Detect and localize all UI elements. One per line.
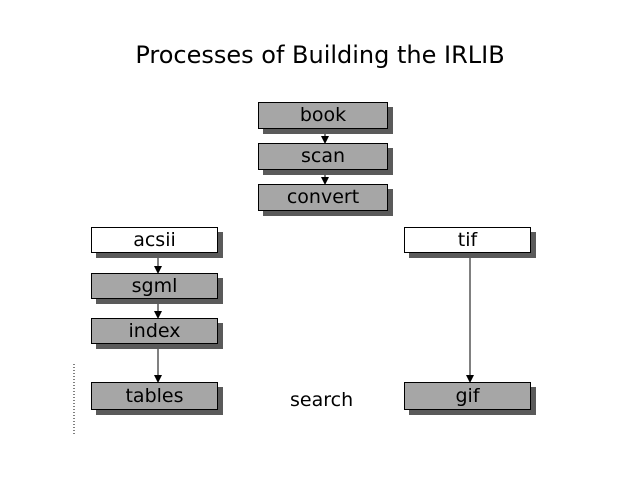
node-book: book	[258, 102, 388, 129]
node-acsii: acsii	[91, 227, 218, 253]
node-tables: tables	[91, 382, 218, 410]
node-gif: gif	[404, 382, 531, 410]
label-search: search	[290, 389, 354, 411]
node-index: index	[91, 318, 218, 344]
node-convert: convert	[258, 184, 388, 211]
node-scan: scan	[258, 143, 388, 170]
diagram-title: Processes of Building the IRLIB	[135, 41, 505, 69]
node-sgml: sgml	[91, 273, 218, 299]
node-tif: tif	[404, 227, 531, 253]
